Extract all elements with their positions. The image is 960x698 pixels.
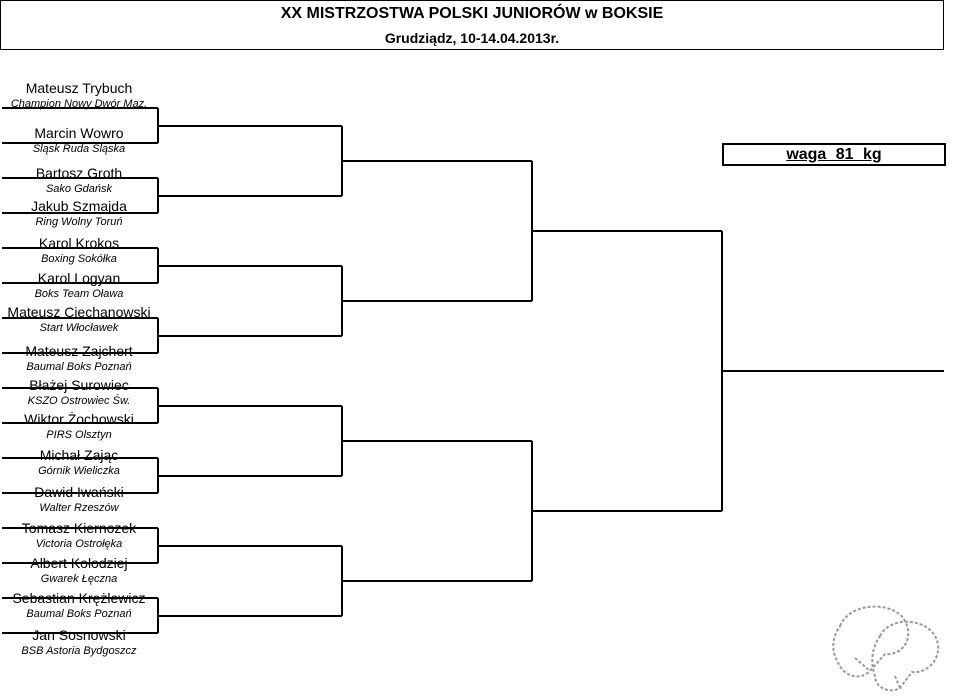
competitor-name: Mateusz Trybuch (0, 80, 158, 96)
competitor-club: Start Włocławek (0, 322, 158, 334)
bracket-round3 (532, 161, 722, 581)
competitor-club: Górnik Wieliczka (0, 465, 158, 477)
competitor-club: Champion Nowy Dwór Maz. (0, 98, 158, 110)
competitor-name: Wiktor Żochowski (0, 411, 158, 427)
competitor-name: Sebastian Krężlewicz (0, 590, 158, 606)
competitor-name: Dawid Iwański (0, 484, 158, 500)
competitor-name: Jakub Szmajda (0, 198, 158, 214)
competitor-club: Gwarek Łęczna (0, 573, 158, 585)
competitor-name: Karol Logyan (0, 270, 158, 286)
competitor-name: Michał Zając (0, 447, 158, 463)
competitor-name: Tomasz Kiernozek (0, 520, 158, 536)
competitor-name: Jan Sosnowski (0, 627, 158, 643)
bracket-final (722, 231, 944, 511)
competitor-name: Karol Krokos (0, 235, 158, 251)
competitor-club: Boxing Sokółka (0, 253, 158, 265)
competitor-club: Śląsk Ruda Śląska (0, 143, 158, 155)
competitor-club: Walter Rzeszów (0, 502, 158, 514)
bracket-round2 (342, 126, 532, 616)
competitor-club: BSB Astoria Bydgoszcz (0, 645, 158, 657)
competitor-name: Bartosz Groth (0, 165, 158, 181)
competitor-club: Ring Wolny Toruń (0, 216, 158, 228)
competitor-name: Błażej Surowiec (0, 377, 158, 393)
competitor-club: KSZO Ostrowiec Św. (0, 395, 158, 407)
competitor-club: PIRS Olsztyn (0, 429, 158, 441)
competitor-name: Albert Kołodziej (0, 555, 158, 571)
bracket-round1 (158, 108, 342, 633)
competitor-name: Mateusz Ciechanowski (0, 304, 158, 320)
competitor-club: Baumal Boks Poznań (0, 608, 158, 620)
competitor-club: Baumal Boks Poznań (0, 361, 158, 373)
competitor-club: Boks Team Oława (0, 288, 158, 300)
competitor-club: Victoria Ostrołęka (0, 538, 158, 550)
competitor-club: Sako Gdańsk (0, 183, 158, 195)
competitor-name: Mateusz Zajchert (0, 343, 158, 359)
competitor-name: Marcin Wowro (0, 125, 158, 141)
boxing-gloves-icon (820, 596, 950, 696)
